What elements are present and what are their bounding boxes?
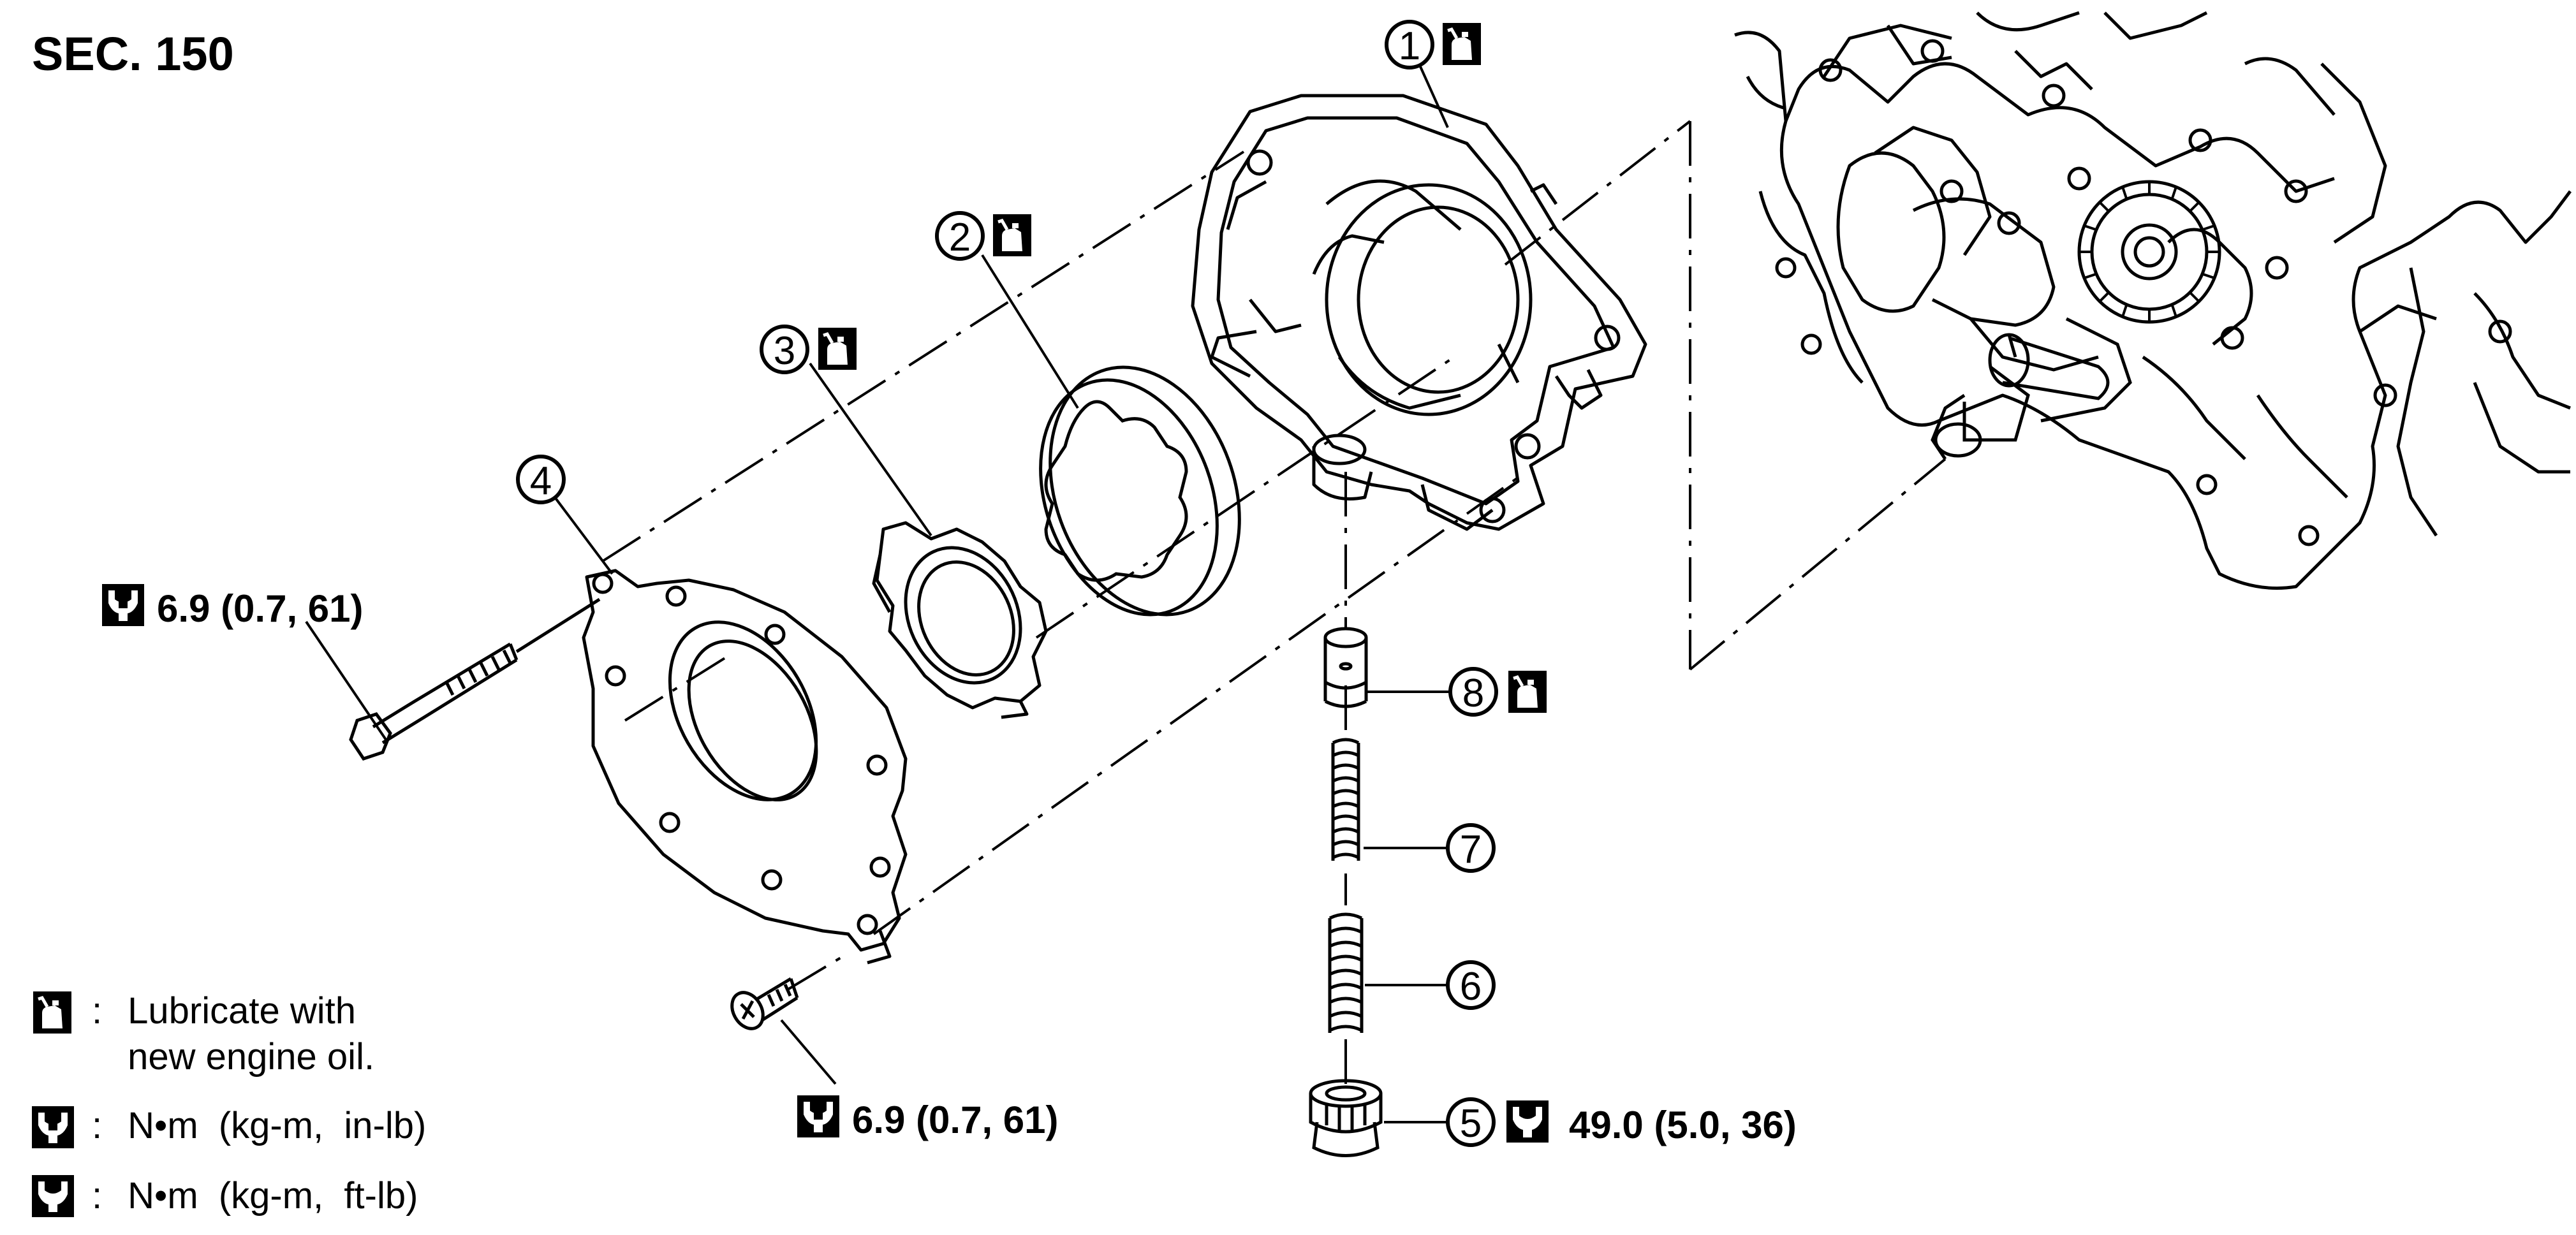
- callout-1: 1: [1385, 20, 1481, 69]
- callout-2: 2: [935, 211, 1031, 261]
- torque-wrench-small-icon: [102, 584, 144, 626]
- block-bolts: [1775, 39, 2512, 546]
- pump-cover: [582, 569, 908, 965]
- callout-2-number: 2: [949, 216, 971, 259]
- torque-wrench-small-icon: [797, 1095, 839, 1137]
- callout-6-number: 6: [1460, 965, 1482, 1009]
- legend-torque-wrench-large-icon: [32, 1175, 74, 1217]
- callout-5-number: 5: [1460, 1102, 1482, 1146]
- torque-wrench-large-icon: [1506, 1100, 1549, 1143]
- legend-lubricate-line1: Lubricate with: [128, 990, 356, 1032]
- callout-7-number: 7: [1460, 828, 1482, 872]
- screw-torque-value: 6.9 (0.7, 61): [852, 1099, 1059, 1141]
- section-label: SEC. 150: [32, 27, 234, 80]
- legend-colon: :: [92, 1105, 103, 1146]
- cover-bolt: [349, 597, 601, 761]
- legend-torque-wrench-small-icon: [32, 1106, 74, 1148]
- plug: [1309, 1079, 1383, 1157]
- leader-lines: [305, 63, 1449, 1123]
- pump-body: [1191, 94, 1647, 531]
- callout-8-number: 8: [1462, 671, 1484, 715]
- callout-1-number: 1: [1399, 24, 1420, 68]
- legend-colon: :: [92, 1175, 103, 1217]
- callout-4-number: 4: [530, 459, 552, 503]
- outer-rotor: [1039, 365, 1241, 617]
- legend-torque-ftlb: : N•m (kg-m, ft-lb): [77, 1173, 418, 1219]
- callout-7: 7: [1446, 823, 1496, 873]
- oil-can-icon: [818, 328, 857, 370]
- legend-torque-inlb-text: N•m (kg-m, in-lb): [128, 1105, 427, 1146]
- callout-3-number: 3: [774, 329, 795, 373]
- engine-block: [1734, 11, 2572, 590]
- plug-torque-value: 49.0 (5.0, 36): [1569, 1104, 1797, 1146]
- callout-3: 3: [760, 325, 857, 374]
- legend-torque-ftlb-text: N•m (kg-m, ft-lb): [128, 1175, 418, 1217]
- large-spring: [1328, 912, 1364, 1033]
- crankshaft-nose: [1931, 317, 2132, 460]
- oil-can-icon: [993, 214, 1031, 256]
- inner-rotor: [872, 521, 1048, 719]
- callout-6: 6: [1446, 960, 1496, 1010]
- legend-torque-inlb: : N•m (kg-m, in-lb): [77, 1103, 426, 1149]
- screw-torque-label: 6.9 (0.7, 61): [797, 1095, 1059, 1141]
- small-spring: [1331, 738, 1360, 861]
- callout-4: 4: [516, 455, 566, 504]
- crank-sprocket: [2077, 180, 2221, 324]
- legend-colon: :: [92, 990, 103, 1032]
- callout-8: 8: [1448, 667, 1547, 717]
- callout-5: 5 49.0 (5.0, 36): [1446, 1097, 1797, 1147]
- cover-screw: [730, 977, 799, 1030]
- bolt-torque-label: 6.9 (0.7, 61): [102, 584, 364, 630]
- legend-oil-can-icon: [33, 991, 71, 1034]
- legend-lubricate-line2: new engine oil.: [128, 1036, 375, 1078]
- bolt-torque-value: 6.9 (0.7, 61): [157, 587, 364, 630]
- oil-can-icon: [1508, 671, 1547, 713]
- oil-can-icon: [1443, 23, 1481, 65]
- alignment-lines: [601, 120, 1947, 1084]
